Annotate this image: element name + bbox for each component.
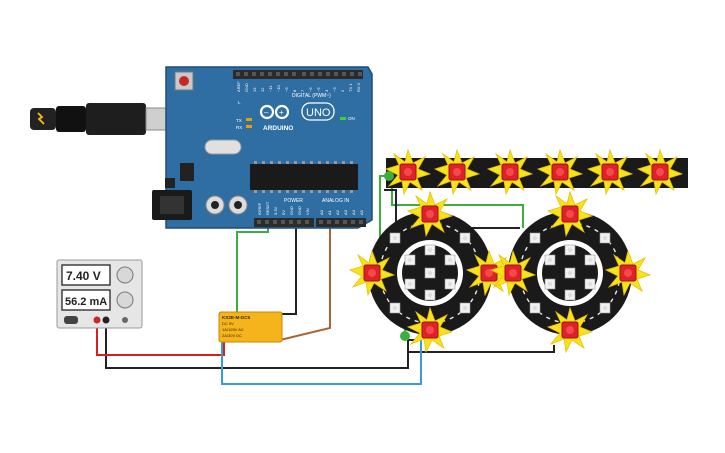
voltage-readout: 7.40 V <box>66 269 101 283</box>
digital-pin-label: ~5 <box>316 87 321 92</box>
relay-line-1: DC 5V <box>222 321 234 326</box>
on-label: ON <box>348 116 355 121</box>
digital-pin-label: RX 0 <box>356 82 361 92</box>
relay-model: KS2E-M-DC5 <box>222 315 251 320</box>
model-label: UNO <box>306 107 331 119</box>
power-label: POWER <box>284 198 303 204</box>
digital-header[interactable] <box>233 70 363 79</box>
digital-pin-label: ~9 <box>284 87 289 92</box>
digital-pin-label: AREF <box>236 81 241 92</box>
wire-black-gnd[interactable] <box>280 228 297 315</box>
voltage-knob[interactable] <box>116 266 134 284</box>
power-pin-label: GND <box>289 206 294 215</box>
power-pin-label: 5V <box>281 210 286 215</box>
power-pin-label: RESET <box>265 201 270 215</box>
digital-label: DIGITAL (PWM~) <box>292 93 331 99</box>
power-supply[interactable]: 7.40 V 56.2 mA <box>56 259 143 329</box>
neopixel-strip[interactable] <box>385 149 688 195</box>
terminal-red[interactable] <box>93 316 101 324</box>
relay-line-2: 1A/125V AC <box>222 327 244 332</box>
wire-black-psu[interactable] <box>105 321 409 369</box>
digital-pin-label: 7 <box>300 89 305 92</box>
digital-pin-label: ~10 <box>276 84 281 92</box>
arduino-logo: – + <box>259 104 290 120</box>
analog-header[interactable] <box>316 218 366 227</box>
analog-pin-label: A5 <box>359 209 364 215</box>
current-display <box>61 289 111 311</box>
digital-pin-label: ~6 <box>308 87 313 92</box>
svg-text:+: + <box>279 108 284 117</box>
current-readout: 56.2 mA <box>65 296 107 308</box>
atmega-chip <box>250 164 358 190</box>
relay-line-3: 2A/30V DC <box>222 333 242 338</box>
analog-pin-label: A4 <box>351 209 356 215</box>
wire-black-ring2[interactable] <box>408 345 555 353</box>
digital-pin-label: GND <box>244 83 249 92</box>
digital-pin-label: ~11 <box>268 85 273 92</box>
analog-pin-label: A1 <box>327 209 332 215</box>
digital-pin-label: 12 <box>260 87 265 92</box>
analog-pin-label: A3 <box>343 209 348 215</box>
current-knob[interactable] <box>116 291 134 309</box>
analog-pin-label: A2 <box>335 209 340 215</box>
digital-pin-label: 8 <box>292 89 297 92</box>
analog-label: ANALOG IN <box>322 198 350 204</box>
l-label: L <box>238 100 241 105</box>
analog-pin-label: A0 <box>319 209 324 215</box>
digital-pin-label: ~3 <box>332 87 337 92</box>
brand-label: ARDUINO <box>263 125 293 132</box>
digital-pin-label: 13 <box>252 87 257 92</box>
digital-pin-label: 4 <box>324 89 329 92</box>
usb-cable[interactable] <box>30 103 171 135</box>
power-pin-label: GND <box>297 206 302 215</box>
wire-red-psu[interactable] <box>96 321 225 356</box>
digital-pin-label: 2 <box>340 89 345 92</box>
voltage-display <box>61 264 111 286</box>
relay-module[interactable]: KS2E-M-DC5 DC 5V 1A/125V AC 2A/30V DC <box>218 311 283 343</box>
power-pin-label: VIN <box>305 208 310 215</box>
rx-label: RX <box>236 125 242 130</box>
wire-blue[interactable] <box>221 328 422 385</box>
power-pin-label: IOREF <box>257 202 262 215</box>
svg-text:–: – <box>264 108 269 117</box>
neopixel-ring-1[interactable] <box>349 191 512 353</box>
arduino-uno[interactable]: DIGITAL (PWM~) – + ARDUINO UNO L TX RX O… <box>152 66 373 229</box>
tx-label: TX <box>236 118 242 123</box>
junction-ring <box>400 331 410 341</box>
wire-green-5v[interactable] <box>224 228 269 315</box>
terminal-black[interactable] <box>102 316 110 324</box>
digital-pin-label: TX 1 <box>348 83 353 92</box>
neopixel-ring-2[interactable] <box>490 191 651 353</box>
power-pin-label: 3.3V <box>273 206 278 215</box>
wire-brown-a0[interactable] <box>279 228 331 341</box>
usb-plug-icon <box>30 108 56 130</box>
junction-strip <box>384 171 394 181</box>
